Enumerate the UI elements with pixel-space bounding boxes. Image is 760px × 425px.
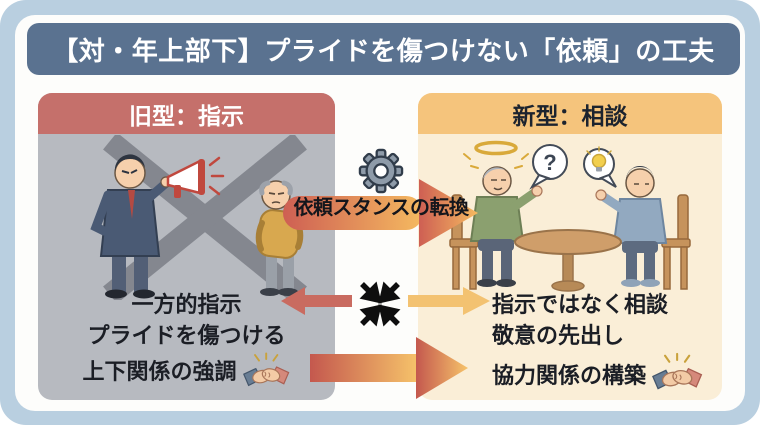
elder-figure: [463, 140, 543, 287]
old-point-2: プライドを傷つける: [87, 323, 286, 348]
panel-new-style: 新型：相談: [418, 93, 722, 400]
handshake-icon: [242, 352, 290, 387]
new-style-illustration: ?: [449, 140, 691, 292]
younger-figure: [595, 165, 668, 287]
boss-figure: [90, 154, 225, 299]
handshake-icon: [652, 352, 703, 390]
arrow-left-old: [281, 287, 352, 315]
old-style-illustration: [90, 135, 307, 300]
panel-old-header: 旧型：指示: [38, 93, 335, 134]
old-point-1: 一方的指示: [131, 292, 242, 317]
old-points-list: 一方的指示 プライドを傷つける 上下関係の強調: [38, 289, 335, 391]
new-point-3: 協力関係の構築: [492, 351, 712, 395]
title-bar: 【対・年上部下】プライドを傷つけない「依頼」の工夫: [27, 23, 740, 75]
megaphone-icon: [166, 156, 225, 198]
panel-old-style: 旧型：指示: [38, 93, 335, 400]
question-bubble: ?: [529, 144, 568, 190]
transform-arrow: [283, 179, 478, 247]
arrow-bottom-transform: [310, 337, 468, 399]
page-title: 【対・年上部下】プライドを傷つけない「依頼」の工夫: [52, 35, 715, 66]
new-point-2: 敬意の先出し: [492, 323, 625, 348]
lightbulb-bubble: [583, 146, 617, 188]
new-point-1: 指示ではなく相談: [492, 292, 669, 317]
table: [514, 229, 622, 292]
halo-icon: [463, 140, 529, 169]
panel-new-header: 新型：相談: [418, 93, 722, 134]
arrow-right-new: [408, 287, 490, 315]
transform-arrow-label: 依頼スタンスの転換: [293, 197, 469, 219]
collision-icon: [359, 281, 401, 327]
old-point-3: 上下関係の強調: [38, 351, 335, 391]
gear-icon: [358, 148, 404, 194]
svg-text:?: ?: [543, 150, 556, 175]
lightbulb-icon: [586, 146, 612, 172]
new-points-list: 指示ではなく相談 敬意の先出し 協力関係の構築: [492, 289, 712, 395]
